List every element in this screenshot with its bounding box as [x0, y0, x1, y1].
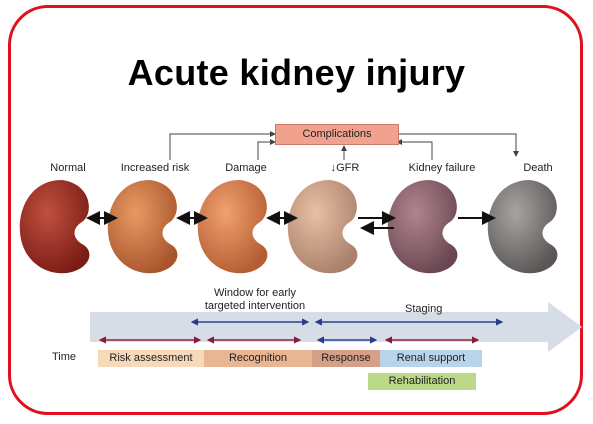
recognition-band: Recognition — [204, 350, 312, 367]
risk-assessment-band: Risk assessment — [98, 350, 204, 367]
stage-label-normal: Normal — [18, 162, 118, 174]
kidney-failure — [388, 180, 458, 273]
time-label: Time — [52, 351, 76, 363]
kidney-death — [488, 180, 558, 273]
renal-support-band: Renal support — [380, 350, 482, 367]
window-label: Window for early targeted intervention — [186, 287, 324, 313]
stage-label-gfr: ↓GFR — [295, 162, 395, 174]
staging-arrow — [90, 302, 582, 352]
stage-label-death: Death — [488, 162, 588, 174]
kidney-normal — [20, 180, 90, 273]
stage-label-damage: Damage — [196, 162, 296, 174]
connector-line — [397, 134, 516, 156]
connector-line — [258, 142, 275, 160]
kidney-increased-risk — [108, 180, 178, 273]
connector-line — [397, 142, 432, 160]
stage-label-kidney-failure: Kidney failure — [392, 162, 492, 174]
rehabilitation-band: Rehabilitation — [368, 373, 476, 390]
stage-label-increased-risk: Increased risk — [105, 162, 205, 174]
complications-box: Complications — [275, 124, 399, 145]
kidney-gfr — [288, 180, 358, 273]
response-band: Response — [312, 350, 380, 367]
staging-label: Staging — [405, 303, 442, 315]
connector-line — [170, 134, 275, 160]
kidney-damage — [198, 180, 268, 273]
